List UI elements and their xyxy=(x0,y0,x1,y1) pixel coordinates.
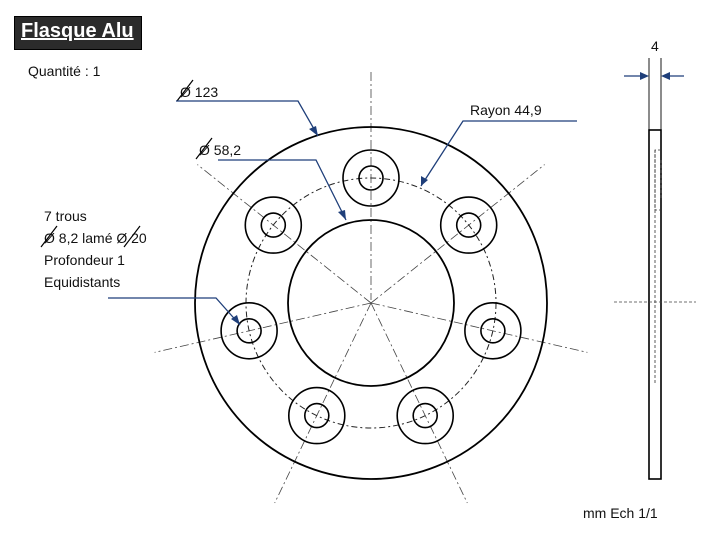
scale-label: mm Ech 1/1 xyxy=(583,505,658,521)
thickness-arrowhead-right xyxy=(661,72,670,80)
radius-label: Rayon 44,9 xyxy=(470,102,542,118)
arrowhead-holes xyxy=(231,315,240,325)
hole-circle xyxy=(455,212,482,238)
counterbore-circle xyxy=(342,149,400,207)
thickness-arrowheads xyxy=(640,72,670,80)
thickness-label: 4 xyxy=(651,38,659,54)
radial-line-6 xyxy=(154,302,372,353)
counterbore-circle xyxy=(287,386,346,445)
hidden-hole-top xyxy=(654,149,661,211)
radial-line-2 xyxy=(370,164,545,304)
leader-bore-diameter xyxy=(218,159,347,221)
thickness-arrowhead-left xyxy=(640,72,649,80)
counterbore-circle xyxy=(396,386,455,445)
hole-circle xyxy=(303,402,330,429)
hole-circle xyxy=(358,165,384,191)
arrowhead-radius xyxy=(421,176,428,186)
holes-line-1: 7 trous xyxy=(44,208,87,224)
leader-arrowheads xyxy=(231,126,428,325)
holes-line-4: Equidistants xyxy=(44,274,121,290)
leader-holes xyxy=(108,297,241,326)
thickness-dimension xyxy=(648,58,662,130)
diameter-slash-outer xyxy=(176,79,194,102)
diameter-slash-counterbore xyxy=(123,225,141,248)
hole-circle xyxy=(260,212,287,238)
holes-line-2: Ø 8,2 lamé Ø 20 xyxy=(44,230,147,246)
counterbored-hole-3 xyxy=(464,301,522,360)
bore-diameter-label: Ø 58,2 xyxy=(199,142,242,158)
leader-radius xyxy=(420,120,577,187)
counterbored-hole-6 xyxy=(220,301,278,360)
arrowhead-bore xyxy=(338,210,346,220)
diameter-slash-bore xyxy=(195,137,213,160)
counterbore-circle xyxy=(244,196,303,254)
side-view-outline xyxy=(648,129,662,480)
side-view xyxy=(614,58,696,480)
diameter-slash-marks xyxy=(40,79,213,248)
radial-line-3 xyxy=(370,302,588,353)
hole-circle xyxy=(480,317,506,344)
quantity-label: Quantité : 1 xyxy=(28,63,101,79)
title-box: Flasque Alu xyxy=(14,16,142,50)
radial-line-5 xyxy=(274,302,372,504)
counterbored-hole-5 xyxy=(287,386,346,445)
holes-line-3: Profondeur 1 xyxy=(44,252,125,268)
counterbored-hole-1 xyxy=(342,149,400,207)
counterbored-hole-2 xyxy=(439,196,498,254)
hole-circle xyxy=(412,402,439,429)
bore-contour xyxy=(287,219,455,387)
side-view-hidden-lines xyxy=(654,149,662,385)
counterbored-hole-7 xyxy=(244,196,303,254)
radial-centre-lines xyxy=(154,164,588,504)
counterbore-circle xyxy=(439,196,498,254)
hole-pattern xyxy=(220,149,522,445)
arrowhead-outer xyxy=(309,126,318,136)
outer-diameter-label: Ø 123 xyxy=(180,84,219,100)
leader-lines xyxy=(108,100,577,326)
hole-circle xyxy=(236,317,262,344)
outer-contour xyxy=(194,126,548,480)
counterbored-hole-4 xyxy=(396,386,455,445)
radial-line-7 xyxy=(197,164,372,304)
drawing-title: Flasque Alu xyxy=(21,20,134,42)
radial-line-4 xyxy=(370,302,468,504)
diameter-slash-hole xyxy=(40,225,58,248)
counterbore-circle xyxy=(464,301,522,360)
leader-outer-diameter xyxy=(176,100,319,137)
counterbore-circle xyxy=(220,301,278,360)
